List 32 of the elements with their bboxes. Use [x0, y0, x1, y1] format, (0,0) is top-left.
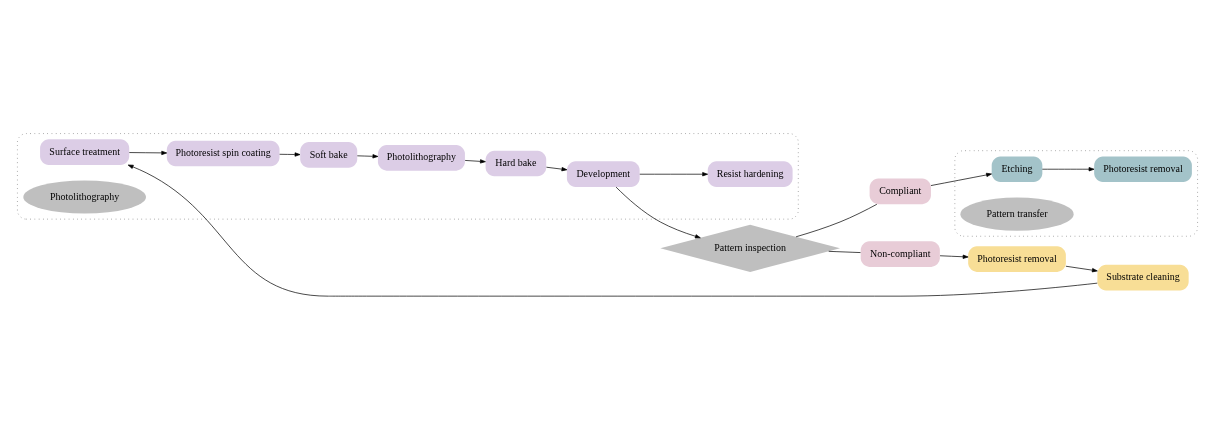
node-box: Hard bake — [485, 150, 547, 176]
node-box: Development — [566, 160, 640, 187]
arrow — [464, 158, 486, 163]
arrow — [615, 186, 701, 238]
arrow — [639, 171, 708, 176]
node-box: Compliant — [869, 178, 931, 204]
arrow — [546, 166, 568, 171]
node-box: Etching — [991, 155, 1043, 182]
node-box: Soft bake — [300, 141, 358, 168]
arrow — [1065, 265, 1098, 272]
arrow — [127, 164, 1098, 296]
connector — [828, 250, 861, 253]
node-diamond: Pattern inspection — [660, 224, 840, 272]
connector — [795, 203, 878, 237]
node-box: Substrate cleaning — [1097, 264, 1189, 290]
node-ellipse: Pattern transfer — [960, 197, 1074, 231]
arrow — [930, 172, 992, 186]
cluster — [17, 132, 799, 219]
node-box: Photoresist spin coating — [166, 140, 280, 166]
node-box: Photolithography — [377, 144, 465, 171]
cluster — [954, 149, 1198, 237]
arrow — [128, 150, 168, 155]
arrow — [939, 254, 969, 259]
arrow — [356, 153, 379, 158]
node-ellipse: Photolithography — [23, 180, 146, 214]
node-box: Non-compliant — [860, 240, 940, 267]
arrow — [279, 151, 301, 157]
node-box: Surface treatment — [40, 138, 130, 165]
arrow — [1042, 166, 1095, 171]
node-box: Photoresist removal — [1094, 155, 1192, 182]
node-box: Photoresist removal — [968, 245, 1066, 272]
node-box: Resist hardening — [707, 160, 793, 187]
